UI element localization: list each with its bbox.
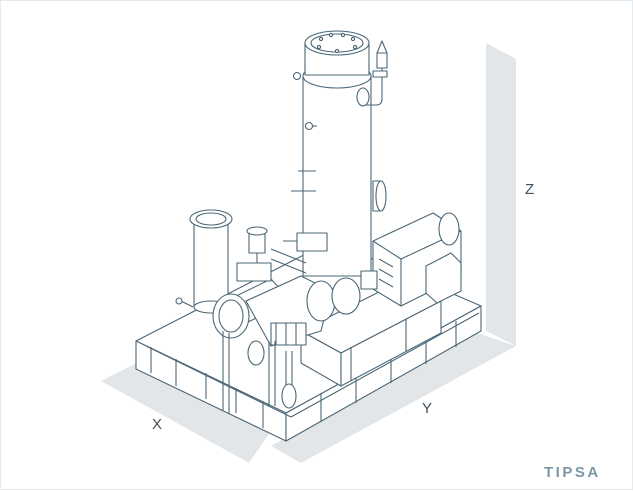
interconnect-piping <box>175 226 328 413</box>
floor-plane-x <box>101 361 271 463</box>
tipsa-logo: TIPSA <box>544 464 601 481</box>
pump-casing <box>212 275 361 347</box>
axis-label-y: Y <box>422 400 433 417</box>
axis-label-z: Z <box>525 181 535 198</box>
motor <box>360 212 462 307</box>
axis-label-x: X <box>152 416 163 433</box>
floor-plane-y <box>271 331 516 463</box>
safety-valve <box>356 40 388 107</box>
equipment-lines <box>135 30 482 442</box>
wall-plane-z <box>486 43 516 346</box>
projection-planes <box>101 43 516 463</box>
